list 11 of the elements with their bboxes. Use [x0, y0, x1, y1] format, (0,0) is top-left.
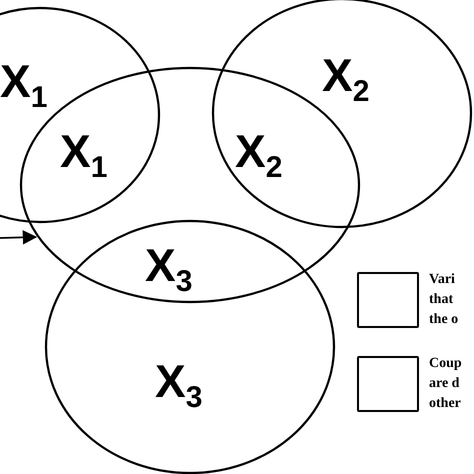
ellipse-region: [45, 220, 335, 474]
variable-label: X$_{3}$: [145, 242, 192, 297]
ellipse-region: [212, 0, 472, 228]
legend-text: Vari that the o: [429, 271, 460, 329]
variable-label: X$_{2}$: [235, 128, 282, 183]
arrow: [0, 230, 38, 245]
variable-label: X$_{1}$: [0, 58, 48, 113]
variable-label: X$_{3}$: [155, 358, 202, 413]
variable-label: X$_{2}$: [322, 52, 370, 107]
legend-text: Coup are d other: [429, 355, 463, 413]
variable-label: X$_{1}$: [60, 128, 108, 183]
